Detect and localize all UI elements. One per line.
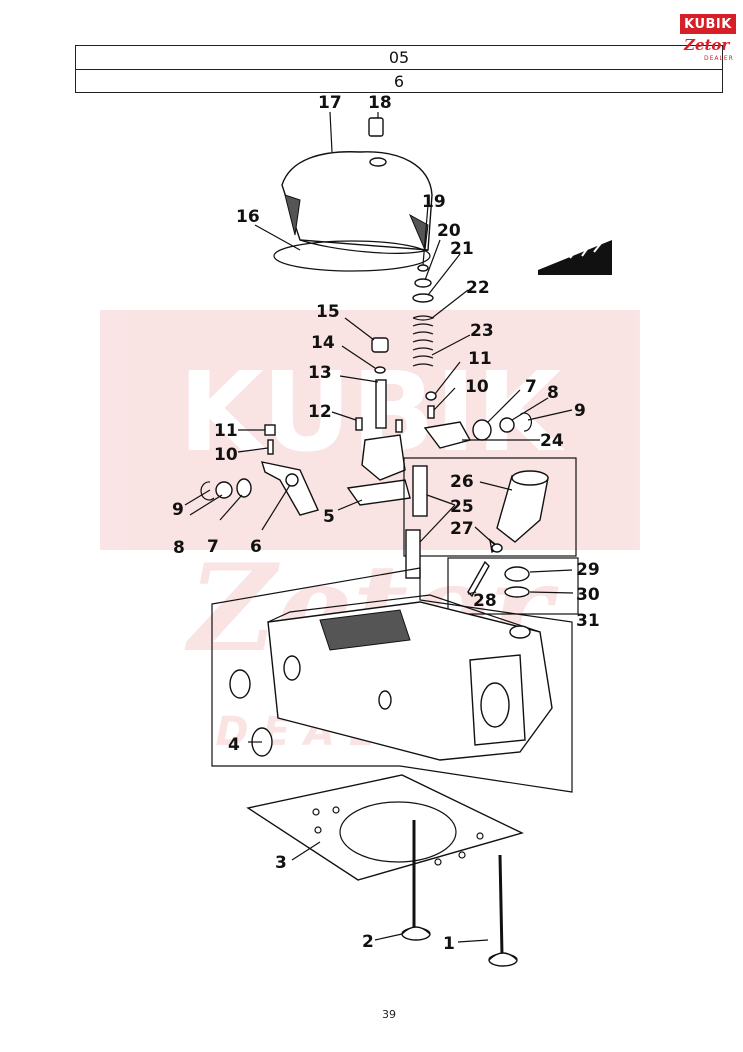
callout-31: 31 (576, 611, 600, 631)
callout-5: 5 (323, 507, 335, 527)
callout-7-left: 7 (207, 537, 219, 557)
callout-2: 2 (362, 932, 374, 952)
nut-parts (467, 560, 530, 598)
direction-arrow (538, 240, 612, 275)
callout-23: 23 (470, 321, 494, 341)
callout-10-right: 10 (465, 377, 489, 397)
callout-11-left: 11 (214, 421, 238, 441)
callout-8-right: 8 (547, 383, 559, 403)
logo-brand: KUBIK (680, 14, 736, 34)
header-table: 05 6 (75, 45, 723, 93)
callout-1: 1 (443, 934, 455, 954)
rocker-arm-left (200, 424, 319, 516)
callout-30: 30 (576, 585, 600, 605)
callout-7-right: 7 (525, 377, 537, 397)
callout-6: 6 (250, 537, 262, 557)
callout-25: 25 (450, 497, 474, 517)
cylinder-head (229, 594, 553, 761)
cover-gasket (273, 240, 431, 272)
callout-16: 16 (236, 207, 260, 227)
callout-12: 12 (308, 402, 332, 422)
callout-13: 13 (308, 363, 332, 383)
valves (401, 820, 518, 967)
injector-box (403, 457, 577, 557)
rocker-shaft-assembly (346, 337, 411, 506)
callout-20: 20 (437, 221, 461, 241)
logo-sub: DEALER (704, 55, 734, 62)
valve-spring-stack (412, 264, 437, 419)
callout-8-left: 8 (173, 538, 185, 558)
callout-9-left: 9 (172, 500, 184, 520)
callout-11-right: 11 (468, 349, 492, 369)
rocker-arm-right (423, 412, 532, 449)
injector (489, 470, 549, 554)
callout-27: 27 (450, 519, 474, 539)
header-group-number: 6 (76, 69, 722, 93)
push-rods (405, 465, 428, 579)
callout-3: 3 (275, 853, 287, 873)
logo-script: Zetor (684, 36, 730, 54)
page-number: 39 (382, 1008, 396, 1021)
callout-9-right: 9 (574, 401, 586, 421)
header-section-code: 05 (388, 48, 410, 67)
callout-26: 26 (450, 472, 474, 492)
head-gasket (246, 774, 524, 881)
callout-22: 22 (466, 278, 490, 298)
callout-18: 18 (368, 93, 392, 113)
callout-29: 29 (576, 560, 600, 580)
rocker-cover (281, 151, 433, 254)
callout-4: 4 (228, 735, 240, 755)
callout-14: 14 (311, 333, 335, 353)
dealer-logo: KUBIK Zetor DEALER (680, 14, 736, 66)
callout-19: 19 (422, 192, 446, 212)
leader-lines (184, 111, 574, 943)
callout-labels: 17 18 16 19 20 21 22 15 14 23 13 11 10 7… (172, 93, 600, 954)
callout-10-left: 10 (214, 445, 238, 465)
cylinder-head-box (211, 567, 573, 793)
callout-21: 21 (450, 239, 474, 259)
callout-17: 17 (318, 93, 342, 113)
callout-15: 15 (316, 302, 340, 322)
callout-28: 28 (473, 591, 497, 611)
cap-nut (368, 117, 384, 137)
callout-24: 24 (540, 431, 564, 451)
